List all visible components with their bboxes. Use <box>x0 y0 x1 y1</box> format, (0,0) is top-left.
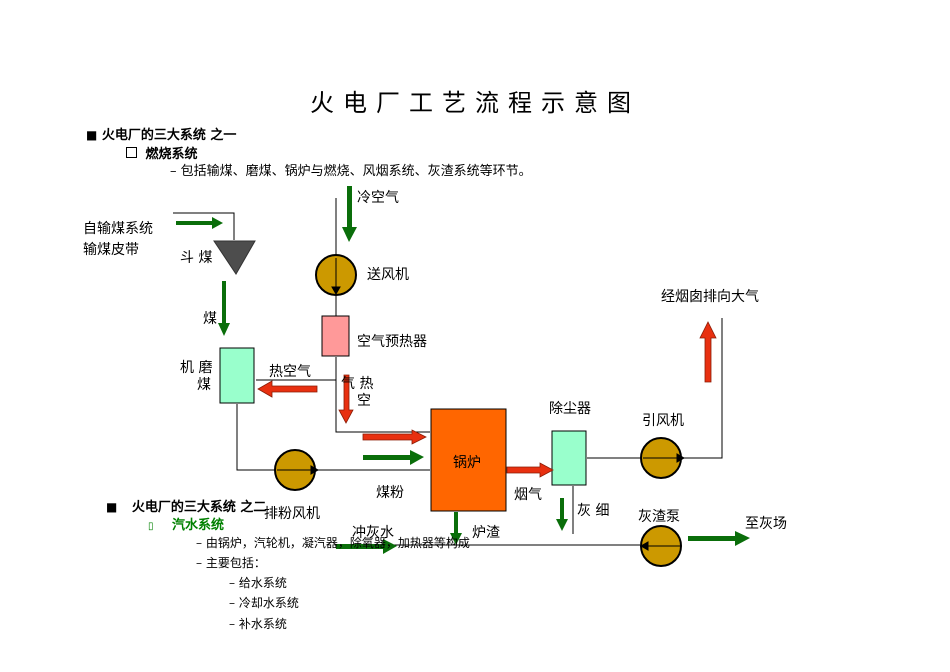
section2-item-1: – 给水系统 <box>229 576 287 590</box>
coal-powder-label: 煤粉 <box>376 485 404 501</box>
hot-air-arrow <box>257 380 318 398</box>
chimney-arrow <box>699 321 717 383</box>
air-preheater <box>321 315 350 357</box>
small-bullet-icon: ▯ <box>148 521 154 532</box>
boiler <box>430 408 507 512</box>
cold-air-label: 冷空气 <box>357 190 399 206</box>
fine-ash-arrow <box>556 498 568 531</box>
coal-hopper-label: 斗 煤 <box>180 250 213 266</box>
section1-description: – 包括输煤、磨煤、锅炉与燃烧、风烟系统、灰渣系统等环节。 <box>170 164 532 179</box>
slag-down-arrow <box>450 512 462 545</box>
page-title: 火电厂工艺流程示意图 <box>310 89 640 117</box>
flue-gas-arrow <box>506 462 554 478</box>
coal-feed-line <box>173 212 235 240</box>
section2-line2: – 主要包括： <box>196 556 266 570</box>
section2-line1: – 由锅炉，汽轮机，凝汽器，除氧器，加热器等构成 <box>196 536 470 550</box>
slag-pump-label: 灰渣泵 <box>638 509 680 525</box>
coal-transport-label-1: 自输煤系统 <box>83 221 153 237</box>
furnace-slag-label: 炉渣 <box>472 525 500 541</box>
hot-air-label: 热空气 <box>269 364 311 380</box>
square-bullet-icon: ■ <box>106 500 118 514</box>
section2-subheading-text: 汽水系统 <box>172 518 225 533</box>
hot-air-vertical-label-1: 气 热 <box>341 376 374 392</box>
induced-fan-label: 引风机 <box>642 413 684 429</box>
flush-water-label: 冲灰水 <box>352 525 394 541</box>
hot-air-down-arrow <box>338 374 354 424</box>
forced-fan-label: 送风机 <box>367 267 409 283</box>
mill-label-1: 机 磨 <box>180 360 213 376</box>
coal-powder-arrow <box>363 450 424 465</box>
section2-item-2: – 冷却水系统 <box>229 596 299 610</box>
hot-air-vertical-label-2: 空 <box>357 393 371 409</box>
hollow-square-bullet-icon <box>126 147 137 158</box>
section1-subheading: 燃烧系统 <box>126 143 198 162</box>
to-ash-yard-arrow <box>688 531 750 546</box>
boiler-label: 锅炉 <box>453 455 481 471</box>
preheater-to-boiler-line <box>335 357 430 433</box>
to-ash-yard-label: 至灰场 <box>745 516 787 532</box>
coal-mill <box>219 347 255 404</box>
hot-air-boiler-arrow <box>362 429 427 445</box>
pulverizer-fan-label: 排粉风机 <box>264 506 320 522</box>
dust-collector <box>551 430 587 486</box>
section1-heading: ■ 火电厂的三大系统 之一 <box>86 124 236 143</box>
section1-subheading-text: 燃烧系统 <box>145 147 198 162</box>
square-bullet-icon: ■ <box>86 128 98 142</box>
coal-down-arrow <box>218 281 230 336</box>
dust-collector-label: 除尘器 <box>549 401 591 417</box>
air-preheater-label: 空气预热器 <box>357 334 427 350</box>
cold-air-arrow <box>342 186 357 242</box>
section2-subheading: ▯ 汽水系统 <box>148 514 224 533</box>
coal-transport-label-2: 输煤皮带 <box>83 242 139 258</box>
coal-feed-arrow <box>176 217 223 229</box>
flush-water-arrow <box>336 539 397 554</box>
fine-ash-label: 灰 细 <box>577 503 610 519</box>
coal-label: 煤 <box>203 311 217 327</box>
mill-label-2: 煤 <box>197 377 211 393</box>
chimney-label: 经烟囱排向大气 <box>661 289 759 305</box>
section2-heading: ■ 火电厂的三大系统 之二 <box>106 496 266 515</box>
section2-item-3: – 补水系统 <box>229 617 287 631</box>
section1-heading-text: 火电厂的三大系统 之一 <box>101 128 237 143</box>
fan-to-chimney-line <box>683 318 723 459</box>
flue-gas-label: 烟气 <box>514 487 542 503</box>
coal-hopper <box>213 240 256 275</box>
section2-heading-text: 火电厂的三大系统 之二 <box>131 500 267 515</box>
